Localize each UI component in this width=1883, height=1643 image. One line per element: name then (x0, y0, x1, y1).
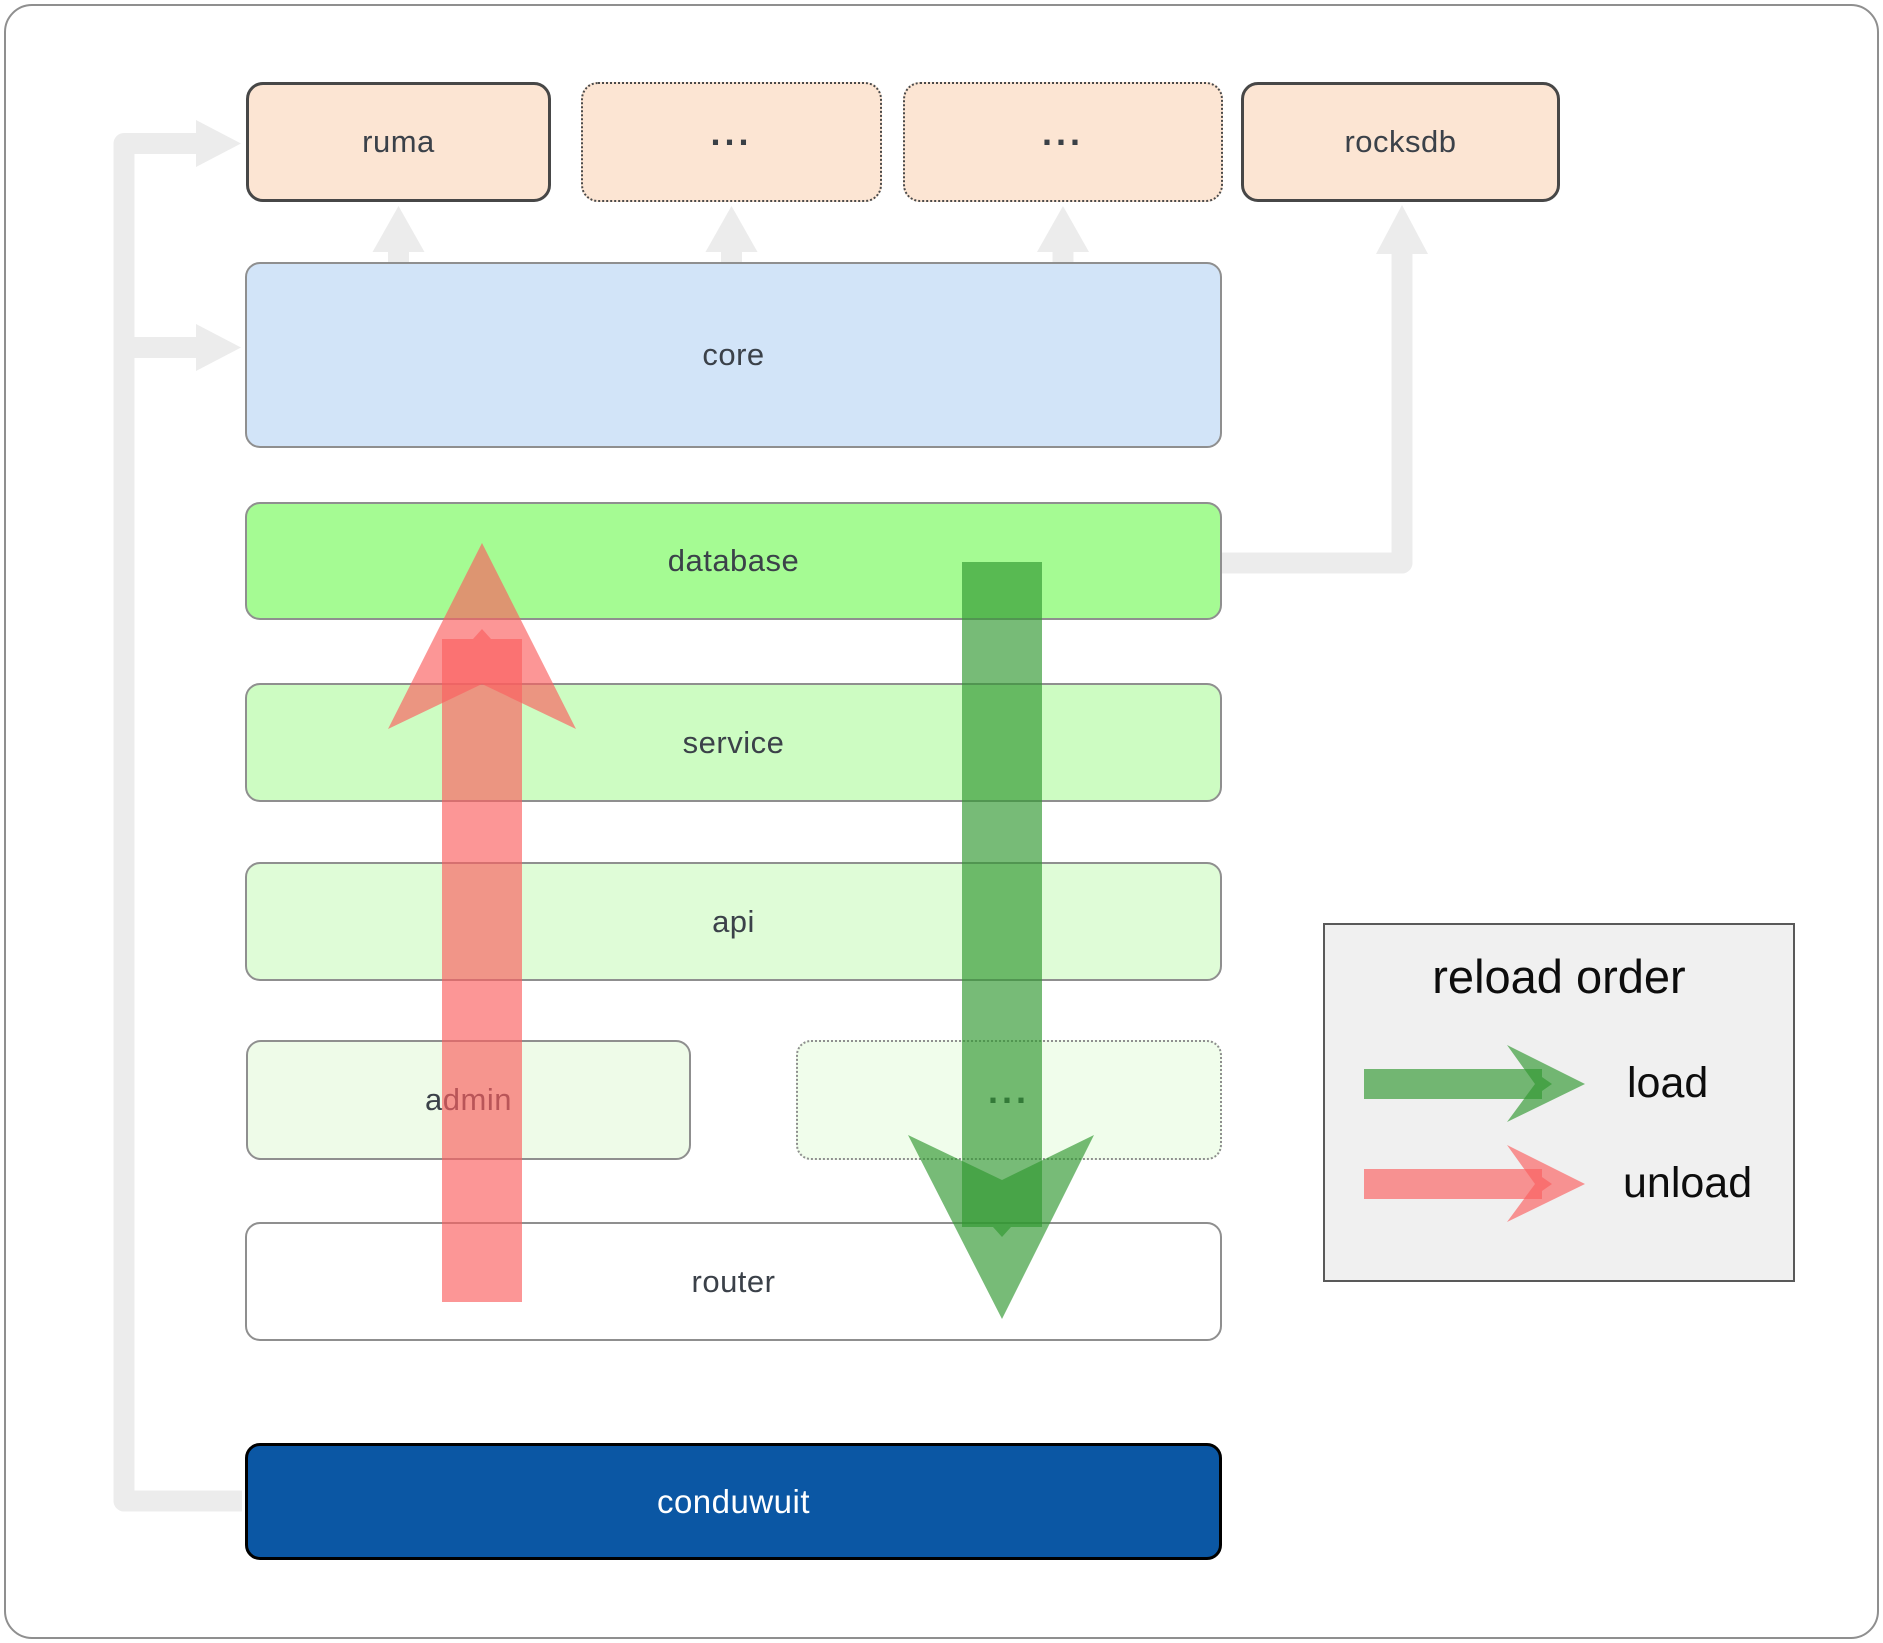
node-crates-more-2-label: ... (1041, 112, 1084, 153)
legend-load-arrow-head (1507, 1045, 1585, 1122)
arrowhead-to-core (196, 324, 241, 371)
node-rocksdb-label: rocksdb (1344, 124, 1457, 159)
up-arrow-core-to-dots2-head (1037, 206, 1089, 252)
legend-unload-arrow-shaft (1364, 1169, 1552, 1199)
connector-database-to-rocksdb (1222, 252, 1413, 574)
node-crates-more-2: ... (903, 82, 1223, 202)
arrowhead-to-ruma (196, 120, 241, 167)
node-service-label: service (682, 724, 785, 760)
up-arrow-core-to-dots1-head (705, 206, 758, 252)
node-api: api (245, 862, 1222, 981)
node-conduwuit-label: conduwuit (656, 1482, 811, 1520)
node-crates-more-1: ... (581, 82, 882, 202)
up-arrow-core-to-dots2-shaft (1052, 250, 1074, 264)
legend-load-arrow-icon (1364, 1045, 1585, 1122)
load-arrow-shaft (962, 562, 1042, 1237)
load-arrow-head (908, 1135, 1094, 1319)
legend-arrows (1364, 1045, 1585, 1222)
node-router: router (245, 1222, 1222, 1341)
unload-arrow (388, 543, 576, 1302)
legend-unload-arrow-head (1507, 1145, 1585, 1222)
node-conduwuit: conduwuit (245, 1443, 1222, 1560)
node-rocksdb: rocksdb (1241, 82, 1560, 202)
up-arrow-core-to-ruma-head (372, 206, 425, 252)
node-core-label: core (702, 337, 765, 372)
node-core: core (245, 262, 1222, 448)
arrowhead-to-rocksdb (1376, 205, 1428, 254)
node-crates-more-1-label: ... (710, 112, 753, 153)
unload-arrow-shaft (442, 629, 522, 1302)
connector-conduwuit-trunk (113, 133, 242, 1512)
node-router-label: router (691, 1263, 776, 1299)
legend-load-label: load (1627, 1059, 1709, 1107)
diagram-outer-frame (4, 4, 1879, 1639)
node-api-label: api (712, 903, 755, 939)
legend-load-arrow-shaft (1364, 1069, 1552, 1099)
up-arrow-core-to-ruma-shaft (388, 250, 409, 264)
legend: reload order load unload (1323, 923, 1795, 1282)
up-arrow-core-to-dots1-shaft (721, 250, 742, 264)
node-ruma-label: ruma (362, 124, 435, 159)
unload-arrow-head (388, 543, 576, 729)
node-database-label: database (667, 543, 800, 578)
node-ruma: ruma (246, 82, 551, 202)
legend-unload-label: unload (1623, 1159, 1753, 1207)
node-database: database (245, 502, 1222, 620)
load-arrow (908, 562, 1094, 1319)
legend-title: reload order (1432, 950, 1686, 1003)
legend-unload-arrow-icon (1364, 1145, 1585, 1222)
